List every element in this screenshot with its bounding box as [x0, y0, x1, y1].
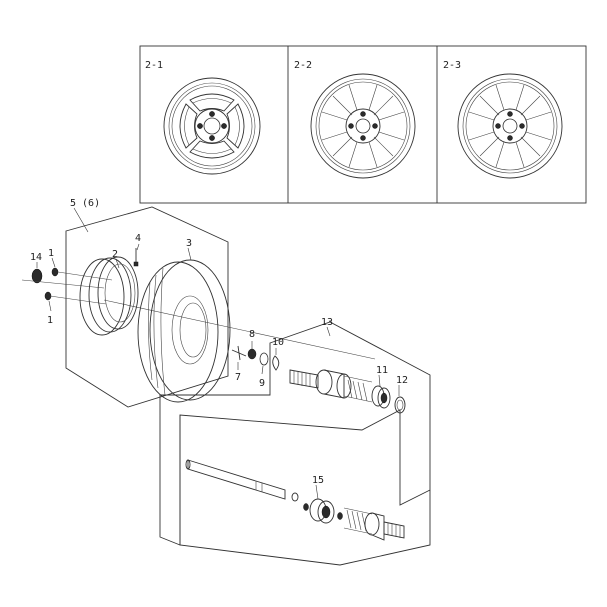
tire-part[interactable]: 3 — [137, 238, 231, 403]
callout-9: 9 — [259, 378, 265, 389]
hub-nut-part[interactable]: 14 — [30, 252, 43, 284]
wheel-variant-2-3[interactable]: 2-3 — [443, 60, 563, 179]
axle-assembly-group: 13 — [159, 317, 431, 566]
callout-10: 10 — [272, 337, 284, 348]
wheel-bolt-bottom[interactable]: 1 — [44, 291, 53, 326]
valve-part[interactable]: 4 — [133, 233, 141, 267]
wheel-variant-2-2[interactable]: 2-2 — [294, 60, 416, 179]
callout-2: 2 — [112, 249, 118, 260]
rim-part[interactable]: 2 — [79, 249, 139, 336]
callout-12: 12 — [396, 375, 408, 386]
upper-driveshaft-part[interactable] — [289, 369, 373, 403]
callout-3: 3 — [186, 238, 192, 249]
part-11[interactable]: 11 — [371, 365, 391, 409]
callout-1-top: 1 — [48, 248, 54, 259]
part-12[interactable]: 12 — [394, 375, 408, 414]
part-15[interactable]: 15 — [303, 475, 335, 524]
variant-label-2-1: 2-1 — [145, 60, 163, 71]
callout-1-bottom: 1 — [47, 315, 53, 326]
lower-driveshaft-part[interactable] — [185, 459, 299, 502]
variant-label-2-3: 2-3 — [443, 60, 461, 71]
lower-cv-joint-part[interactable] — [337, 507, 405, 541]
part-10[interactable]: 10 — [272, 337, 284, 371]
callout-14: 14 — [30, 252, 42, 263]
wheel-variants-panel: 2-1 2-2 — [139, 45, 587, 204]
wheel-assembly-group: 5 (6) — [65, 198, 229, 408]
callout-7: 7 — [235, 372, 241, 383]
wheel-bolt-top[interactable]: 1 — [48, 248, 59, 277]
callout-11: 11 — [376, 365, 388, 376]
part-7[interactable]: 7 — [231, 345, 247, 383]
callout-8: 8 — [249, 329, 255, 340]
callout-13: 13 — [321, 317, 333, 328]
part-8[interactable]: 8 — [247, 329, 257, 360]
part-9[interactable]: 9 — [259, 352, 269, 389]
variant-label-2-2: 2-2 — [294, 60, 312, 71]
assembly-axis-lines — [21, 271, 376, 360]
callout-4: 4 — [135, 233, 141, 244]
wheel-variant-2-1[interactable]: 2-1 — [145, 60, 261, 175]
callout-assembly: 5 (6) — [70, 198, 100, 209]
callout-15: 15 — [312, 475, 324, 486]
